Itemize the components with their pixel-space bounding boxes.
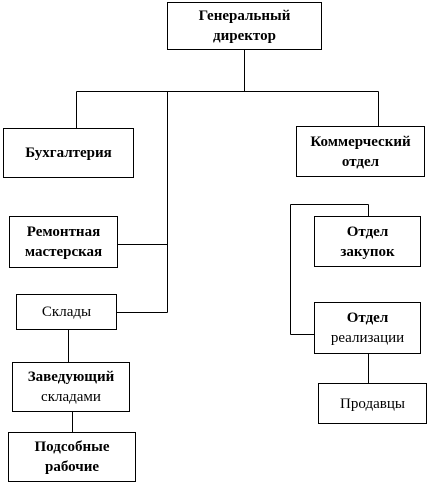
node-label-line: Бухгалтерия	[25, 145, 112, 161]
node-sellers: Продавцы	[318, 383, 427, 424]
node-label-line: закупок	[340, 243, 395, 260]
node-label-line: директор	[213, 28, 276, 44]
node-label-line: отдел	[341, 153, 380, 170]
node-label-line: Склады	[41, 304, 92, 320]
node-label-line: Заведующий	[27, 369, 115, 385]
node-auxiliary-workers: Подсобные рабочие	[8, 432, 136, 482]
node-general-director: Генеральный директор	[167, 2, 322, 50]
node-purchasing-department: Отдел закупок	[314, 216, 421, 267]
node-label-line: Коммерческий	[310, 133, 411, 150]
node-label-line: Подсобные	[34, 439, 110, 455]
node-warehouse-manager: Заведующий складами	[12, 362, 130, 412]
node-sales-department: Отдел реализации	[314, 302, 421, 354]
node-label-line: Отдел	[346, 223, 389, 240]
node-label-line: реализации	[330, 330, 405, 346]
node-label-line: Ремонтная	[26, 224, 101, 240]
node-commercial-department: Коммерческий отдел	[296, 126, 425, 177]
node-label-line: Отдел	[346, 310, 389, 326]
node-label-line: Продавцы	[340, 395, 405, 412]
node-warehouses: Склады	[16, 294, 117, 330]
node-repair-workshop: Ремонтная мастерская	[9, 216, 118, 268]
node-accounting: Бухгалтерия	[3, 128, 134, 178]
node-label-line: мастерская	[24, 244, 103, 260]
node-label-line: складами	[41, 389, 101, 405]
node-label-line: Генеральный	[198, 8, 291, 24]
node-label-line: рабочие	[44, 459, 100, 475]
